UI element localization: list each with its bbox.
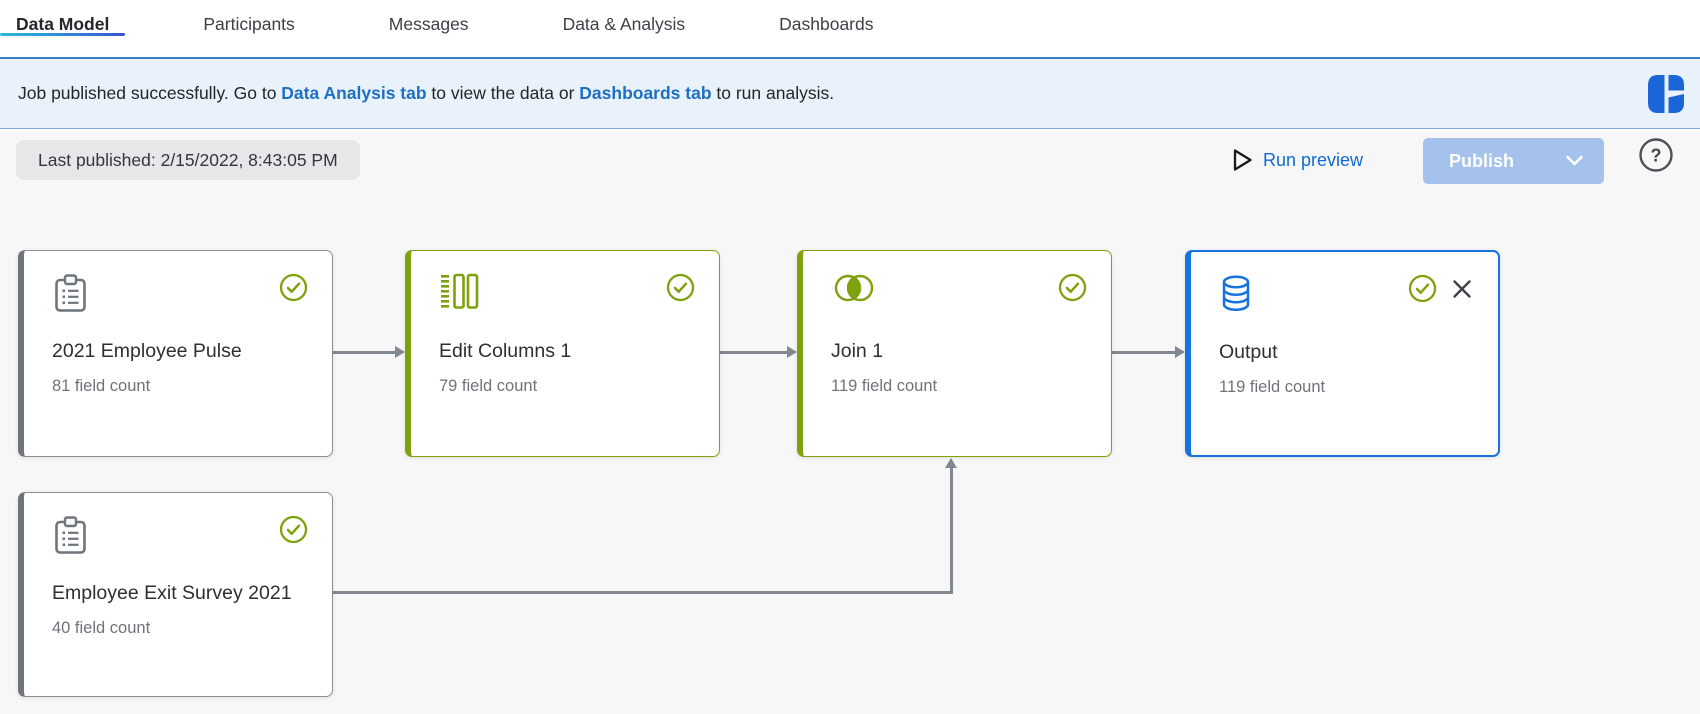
dashboards-tab-link[interactable]: Dashboards tab [579, 83, 712, 103]
node-title: Employee Exit Survey 2021 [52, 582, 292, 604]
banner-text-part: Job published successfully. Go to [18, 83, 282, 103]
output-dataset-icon [1219, 274, 1253, 313]
connector-line [333, 351, 397, 354]
run-preview-label: Run preview [1263, 149, 1364, 170]
node-employee-exit-survey-2021[interactable]: Employee Exit Survey 2021 40 field count [18, 492, 333, 697]
last-published-badge: Last published: 2/15/2022, 8:43:05 PM [16, 140, 360, 180]
help-button[interactable]: ? [1638, 137, 1674, 173]
chevron-down-icon[interactable] [1565, 155, 1584, 167]
node-field-count: 81 field count [52, 377, 151, 395]
toolbar: Last published: 2/15/2022, 8:43:05 PM Ru… [0, 130, 1700, 200]
node-edit-columns-1[interactable]: Edit Columns 1 79 field count [405, 250, 720, 457]
node-field-count: 119 field count [1219, 378, 1326, 396]
banner-text-part: to view the data or [426, 83, 580, 103]
question-icon: ? [1638, 137, 1674, 173]
node-field-count: 40 field count [52, 619, 151, 637]
status-check-icon [1408, 274, 1437, 303]
status-check-icon [1058, 273, 1087, 302]
publish-success-banner: Job published successfully. Go to Data A… [0, 57, 1700, 129]
survey-clipboard-icon [52, 515, 89, 556]
tab-label: Data & Analysis [562, 14, 686, 34]
join-icon [831, 273, 877, 303]
play-icon [1231, 147, 1254, 173]
node-field-count: 79 field count [439, 377, 538, 395]
survey-clipboard-icon [52, 273, 89, 314]
banner-message: Job published successfully. Go to Data A… [18, 83, 834, 104]
run-preview-button[interactable]: Run preview [1231, 142, 1363, 178]
tab-messages[interactable]: Messages [373, 0, 485, 47]
question-glyph: ? [1651, 146, 1662, 166]
node-2021-employee-pulse[interactable]: 2021 Employee Pulse 81 field count [18, 250, 333, 457]
tab-data-model[interactable]: Data Model [0, 0, 126, 47]
connector-line [720, 351, 789, 354]
tab-label: Data Model [16, 14, 110, 34]
tab-participants[interactable]: Participants [187, 0, 310, 47]
tab-data-and-analysis[interactable]: Data & Analysis [547, 0, 702, 47]
node-title: 2021 Employee Pulse [52, 340, 242, 362]
top-nav: Data Model Participants Messages Data & … [0, 0, 1700, 58]
connector-arrow [945, 458, 957, 468]
publish-label: Publish [1449, 150, 1515, 171]
app-logo-icon [1647, 74, 1685, 114]
tab-label: Dashboards [779, 14, 874, 34]
tab-label: Participants [203, 14, 295, 34]
node-title: Edit Columns 1 [439, 340, 572, 362]
node-join-1[interactable]: Join 1 119 field count [797, 250, 1112, 457]
node-title: Join 1 [831, 340, 884, 362]
node-title: Output [1219, 341, 1278, 363]
connector-arrow [395, 346, 405, 358]
connector-line [950, 467, 953, 593]
edit-columns-icon [439, 273, 480, 310]
data-analysis-tab-link[interactable]: Data Analysis tab [281, 83, 427, 103]
connector-arrow [1175, 346, 1185, 358]
status-check-icon [666, 273, 695, 302]
publish-button[interactable]: Publish [1423, 138, 1604, 184]
data-model-canvas: 2021 Employee Pulse 81 field count [0, 200, 1700, 714]
banner-text-part: to run analysis. [711, 83, 835, 103]
connector-line [333, 591, 953, 594]
tab-label: Messages [388, 14, 469, 34]
status-check-icon [279, 515, 308, 544]
last-published-text: Last published: 2/15/2022, 8:43:05 PM [38, 149, 338, 170]
node-output[interactable]: Output 119 field count [1185, 250, 1500, 457]
tab-dashboards[interactable]: Dashboards [763, 0, 889, 47]
remove-node-icon[interactable] [1450, 277, 1474, 301]
node-field-count: 119 field count [831, 377, 938, 395]
connector-arrow [787, 346, 797, 358]
connector-line [1112, 351, 1177, 354]
status-check-icon [279, 273, 308, 302]
